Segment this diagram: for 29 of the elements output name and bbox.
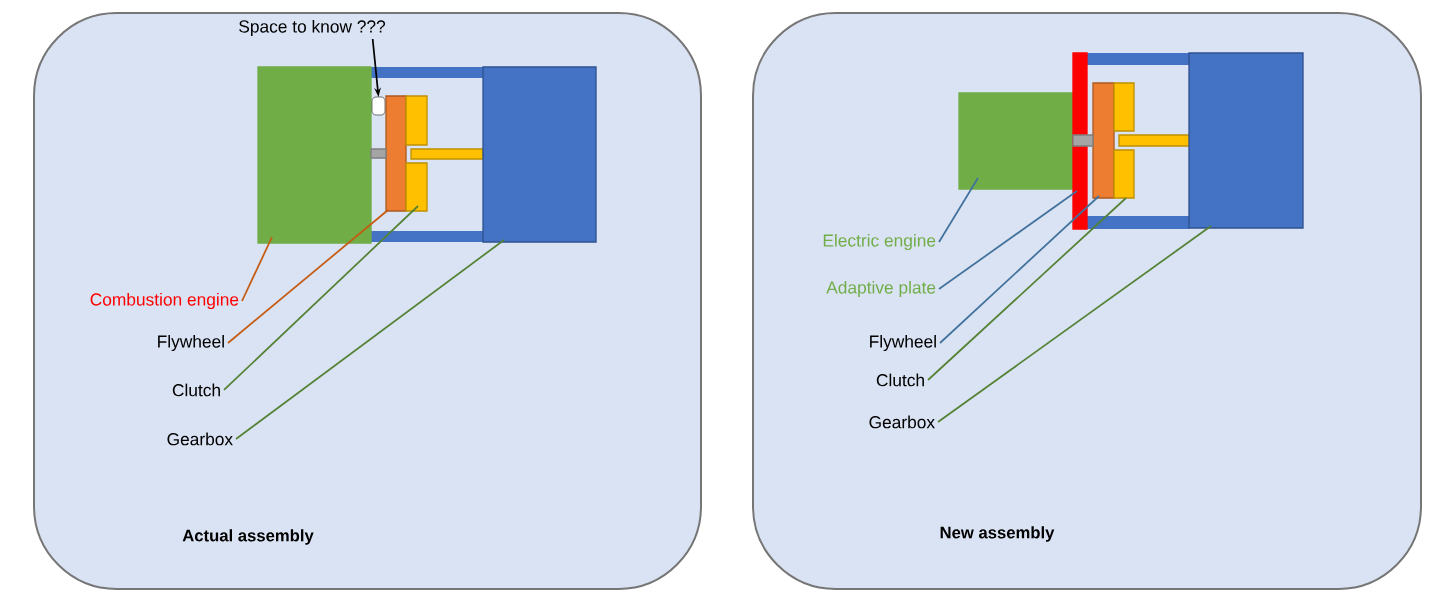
part-label: Flywheel	[158, 334, 224, 352]
part-label: Electric engine	[823, 233, 936, 251]
part-label: Gearbox	[869, 415, 935, 429]
clutch-drawing	[405, 95, 484, 212]
flywheel-block	[385, 95, 407, 212]
leader-line	[938, 190, 1078, 290]
leader-line	[227, 209, 389, 344]
engine-block	[958, 92, 1074, 190]
adaptive-plate	[1072, 52, 1088, 230]
engine-block	[257, 66, 372, 244]
gearbox-block	[482, 66, 597, 243]
leader-line	[938, 177, 979, 243]
leader-line	[235, 239, 505, 440]
leader-line	[223, 205, 419, 391]
part-label: Gearbox	[167, 432, 233, 446]
gap-marker	[371, 96, 386, 116]
part-label: Combustion engine	[90, 292, 239, 310]
part-label: Adaptive plate	[826, 280, 936, 298]
flywheel-block	[1092, 82, 1115, 199]
part-label: Clutch	[172, 383, 220, 397]
annotation-text: Space to know ???	[239, 19, 386, 37]
leader-line	[937, 225, 1212, 423]
leader-line	[927, 197, 1127, 381]
gearbox-block	[1188, 52, 1304, 229]
clutch-drawing	[1113, 82, 1191, 199]
leader-line	[939, 195, 1100, 344]
part-label: Flywheel	[870, 334, 936, 352]
leader-line	[241, 236, 273, 302]
part-label: Clutch	[876, 373, 924, 387]
